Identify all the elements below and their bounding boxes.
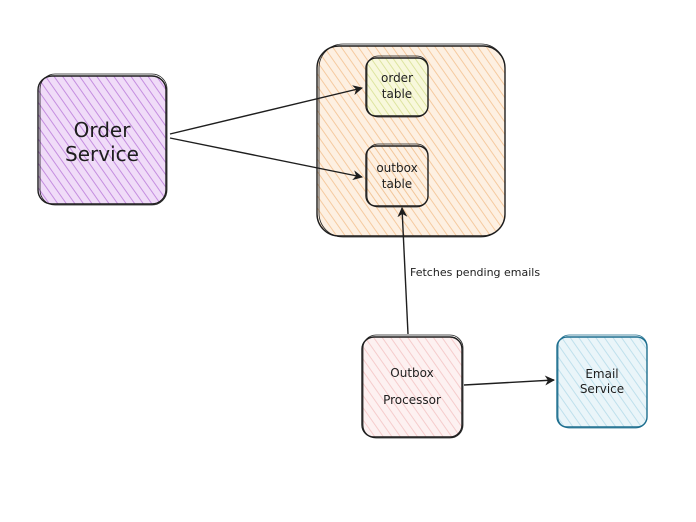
arrow-order-service-to-order-table [169,85,363,135]
order-service-label-line1: Order [74,118,132,142]
arrow-processor-to-email-service [463,375,555,386]
email-service-node[interactable]: Email Service [556,334,648,429]
email-service-label-line1: Email [585,367,618,381]
outbox-processor-node[interactable]: Outbox Processor [361,334,464,439]
order-table-label-line1: order [381,71,413,85]
order-service-label-line2: Service [65,142,139,166]
email-service-label-line2: Service [580,382,624,396]
arrow-processor-to-outbox-table [397,207,409,335]
outbox-table-label-line1: outbox [376,161,417,175]
order-table-label-line2: table [382,87,412,101]
order-service-node[interactable]: Order Service [37,73,168,206]
outbox-processor-label-line1: Outbox [390,366,433,380]
outbox-processor-label-line2: Processor [383,393,441,407]
order-table-node[interactable]: order table [365,55,429,118]
arrow-order-service-to-outbox-table [169,137,363,181]
fetches-pending-emails-label: Fetches pending emails [410,266,540,279]
database-container[interactable] [316,43,506,238]
outbox-table-label-line2: table [382,177,412,191]
outbox-table-node[interactable]: outbox table [365,143,429,208]
